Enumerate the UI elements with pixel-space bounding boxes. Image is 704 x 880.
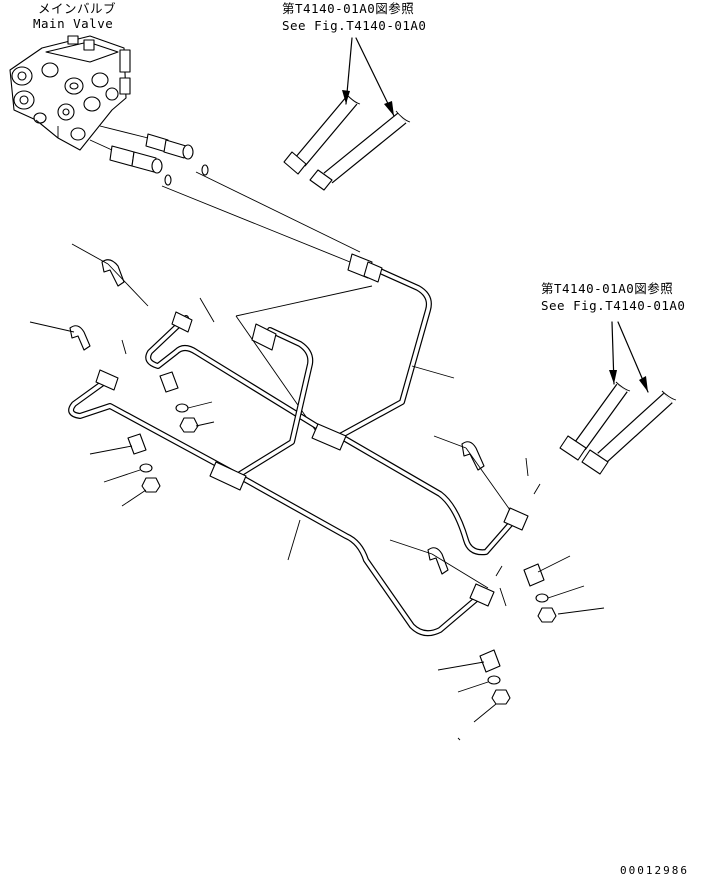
hose-right-left <box>559 381 631 461</box>
clamp-b <box>29 321 91 351</box>
clamp-f <box>437 555 571 673</box>
stray-mark <box>457 737 461 741</box>
ref-top-label-en: See Fig.T4140-01A0 <box>282 18 427 33</box>
ref-line-2 <box>161 185 351 263</box>
leader-lower-tube <box>287 519 301 561</box>
washer-nut-1 <box>175 401 215 433</box>
washer-nut-4 <box>457 675 511 723</box>
main-valve-label-en: Main Valve <box>33 16 114 31</box>
clamp-d <box>389 539 449 575</box>
middle-tube <box>145 311 347 477</box>
fitting-lower-end <box>469 583 495 607</box>
washer-nut-2 <box>103 463 161 507</box>
leader-oring-left <box>199 297 215 323</box>
clamp-a <box>71 243 125 287</box>
hose-top-right <box>309 110 411 191</box>
leader-oring-right <box>525 457 529 477</box>
hose-right-right <box>581 390 677 475</box>
drawing-number: 00012986 <box>620 864 689 877</box>
leader-oring-lower <box>499 587 507 607</box>
ref-top-label-jp: 第T4140-01A0図参照 <box>282 1 415 16</box>
leader-clamp-d <box>431 553 489 589</box>
leader-upper <box>235 285 373 317</box>
ref-right-label-jp: 第T4140-01A0図参照 <box>541 281 674 296</box>
leader-clamp-a <box>107 263 149 307</box>
clamp-e <box>89 371 179 455</box>
leader-clamp-c <box>465 447 511 511</box>
leader-oring-left-2 <box>121 339 127 355</box>
ref-right-label-en: See Fig.T4140-01A0 <box>541 298 686 313</box>
main-valve <box>9 35 131 151</box>
ref-right-arrows <box>609 321 649 393</box>
leader-lower <box>235 315 319 435</box>
main-valve-label-jp: メインバルブ <box>38 1 117 16</box>
oring-upper <box>533 483 541 495</box>
oring-lower <box>495 565 503 577</box>
ref-line-1 <box>195 171 361 253</box>
lower-tube <box>68 369 483 637</box>
ref-top-arrows <box>342 37 395 117</box>
leader-upper-tube <box>411 365 455 379</box>
clamp-c <box>433 435 485 471</box>
upper-tube <box>337 253 517 556</box>
valve-fittings <box>89 125 209 186</box>
fitting-upper-end <box>503 507 529 531</box>
washer-nut-3 <box>535 585 605 623</box>
